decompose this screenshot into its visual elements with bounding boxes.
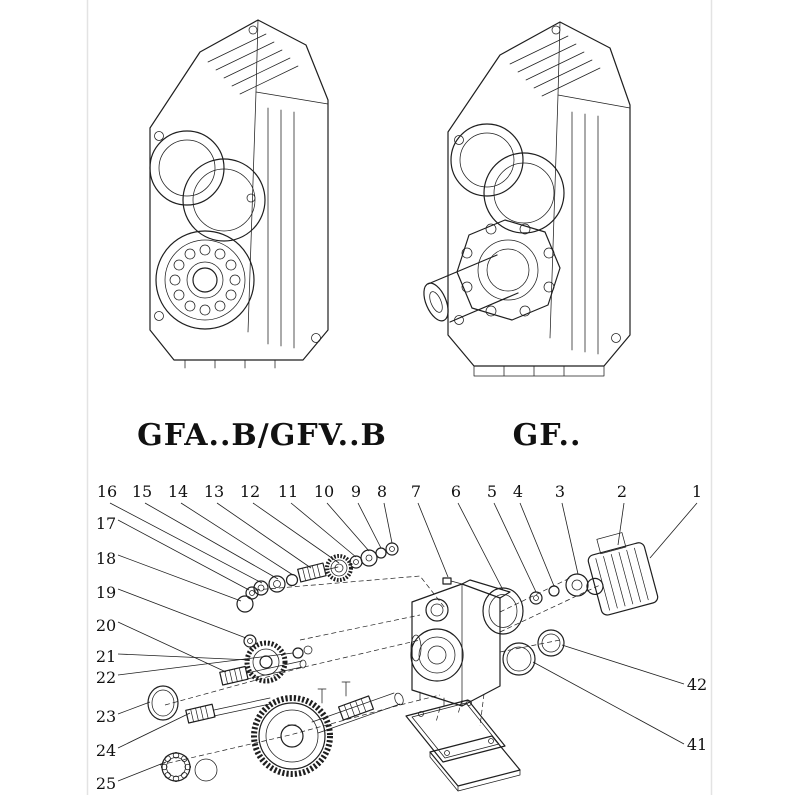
- part-number-24: 24: [96, 741, 116, 760]
- ring-part42: [537, 629, 565, 657]
- washer-part5: [529, 591, 543, 605]
- part-number-12: 12: [240, 482, 260, 501]
- part-number-7: 7: [411, 482, 421, 501]
- part-number-1: 1: [692, 482, 702, 501]
- drawing-gf: [423, 21, 631, 377]
- input-shaft-parts-row: [253, 542, 399, 596]
- part-number-4: 4: [513, 482, 523, 501]
- small-bolts: [317, 681, 351, 704]
- model-label-left: GFA..B/GFV..B: [137, 418, 387, 453]
- part-number-16: 16: [97, 482, 117, 501]
- cooling-ribs: [509, 35, 601, 97]
- part-number-22: 22: [96, 668, 116, 687]
- part-number-11: 11: [278, 482, 298, 501]
- side-ribs: [267, 107, 295, 349]
- part-number-14: 14: [168, 482, 188, 501]
- input-bores: [149, 130, 266, 242]
- part-number-25: 25: [96, 774, 116, 793]
- part-number-2: 2: [617, 482, 627, 501]
- model-label-right: GF..: [513, 418, 582, 453]
- spacer-part4: [548, 585, 560, 597]
- snap-ring-part18: [236, 595, 254, 613]
- output-shaft: [423, 254, 519, 323]
- gear-housing: [410, 579, 511, 707]
- part-number-6: 6: [451, 482, 461, 501]
- part-number-18: 18: [96, 549, 116, 568]
- cover-plate: [405, 699, 506, 763]
- bottom-plate: [429, 735, 521, 792]
- part-number-23: 23: [96, 707, 116, 726]
- part-number-20: 20: [96, 616, 116, 635]
- part-number-9: 9: [351, 482, 361, 501]
- part-number-17: 17: [96, 514, 116, 533]
- base-feet: [184, 359, 276, 369]
- part-callouts: 16 15 14 13 12 11 10 9 8 7 6 5 4 3 2 1 1…: [96, 482, 707, 793]
- output-bearing: [155, 230, 255, 330]
- gasket-part6: [482, 587, 524, 635]
- part-number-42: 42: [687, 675, 707, 694]
- cooling-ribs: [207, 33, 299, 95]
- part-number-3: 3: [555, 482, 565, 501]
- part-number-8: 8: [377, 482, 387, 501]
- part-number-41: 41: [687, 735, 707, 754]
- part-number-21: 21: [96, 647, 116, 666]
- pinion-shaft-part24: [185, 697, 271, 724]
- output-shaft-exploded: [311, 692, 404, 734]
- part-number-19: 19: [96, 583, 116, 602]
- leader-lines: [109, 502, 698, 782]
- exploded-view: 16 15 14 13 12 11 10 9 8 7 6 5 4 3 2 1 1…: [96, 482, 707, 793]
- bolt-bosses: [454, 25, 621, 343]
- motor: [586, 532, 659, 616]
- input-bores: [450, 123, 565, 234]
- washer-part17: [245, 586, 259, 600]
- part-number-5: 5: [487, 482, 497, 501]
- part-number-15: 15: [132, 482, 152, 501]
- ring-part41: [502, 642, 536, 676]
- drawing-gfab-gfvb: [149, 19, 329, 369]
- motor-bearing: [565, 573, 589, 597]
- output-flange: [456, 219, 561, 321]
- bolt-part7: [442, 577, 463, 585]
- part-number-13: 13: [204, 482, 224, 501]
- base-feet: [473, 365, 605, 377]
- part-number-10: 10: [314, 482, 334, 501]
- bearing-part25: [161, 752, 218, 782]
- bolt-bosses: [154, 25, 321, 343]
- side-ribs: [571, 111, 599, 355]
- output-gear: [251, 695, 333, 777]
